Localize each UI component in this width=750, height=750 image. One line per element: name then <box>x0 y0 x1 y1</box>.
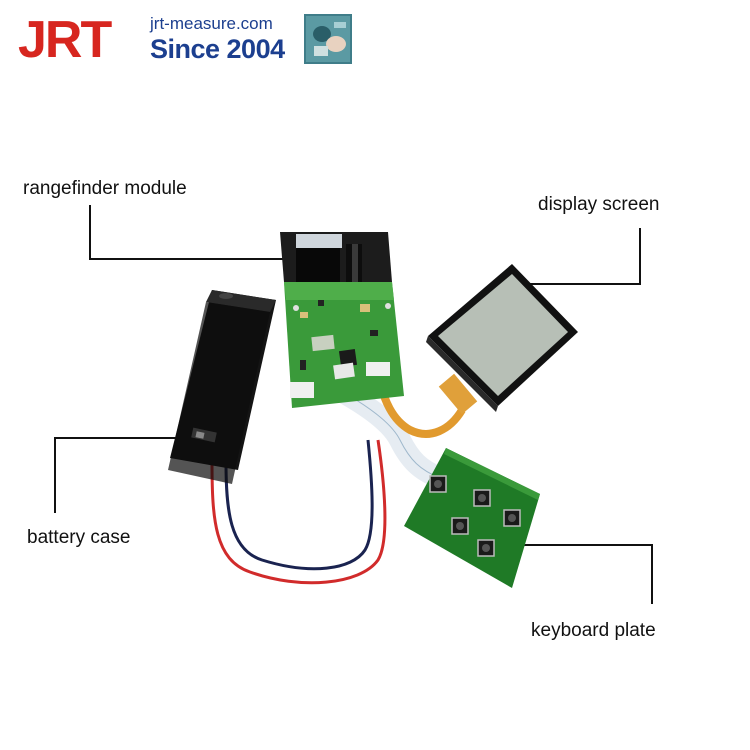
battery-leader-line <box>54 437 193 513</box>
since-text: Since 2004 <box>150 34 285 64</box>
jrt-logo: JRT <box>18 11 112 69</box>
display-screen <box>426 264 578 415</box>
battery-black-wire <box>224 439 374 571</box>
website-text: jrt-measure.com <box>150 14 273 33</box>
lab-photo-icon <box>304 14 352 64</box>
battery-red-wire <box>210 439 387 585</box>
rangefinder-leader-line <box>89 205 290 260</box>
display-screen-label: display screen <box>538 194 660 215</box>
rangefinder-module <box>280 232 404 408</box>
rangefinder-module-label: rangefinder module <box>23 178 187 199</box>
battery-case <box>168 290 276 484</box>
keyboard-leader-line <box>492 544 653 604</box>
battery-case-label: battery case <box>27 527 131 548</box>
display-leader-line <box>505 228 641 285</box>
brand-logo-area: JRT jrt-measure.com Since 2004 <box>18 12 358 68</box>
keyboard-plate <box>404 448 540 588</box>
keyboard-plate-label: keyboard plate <box>531 620 656 641</box>
